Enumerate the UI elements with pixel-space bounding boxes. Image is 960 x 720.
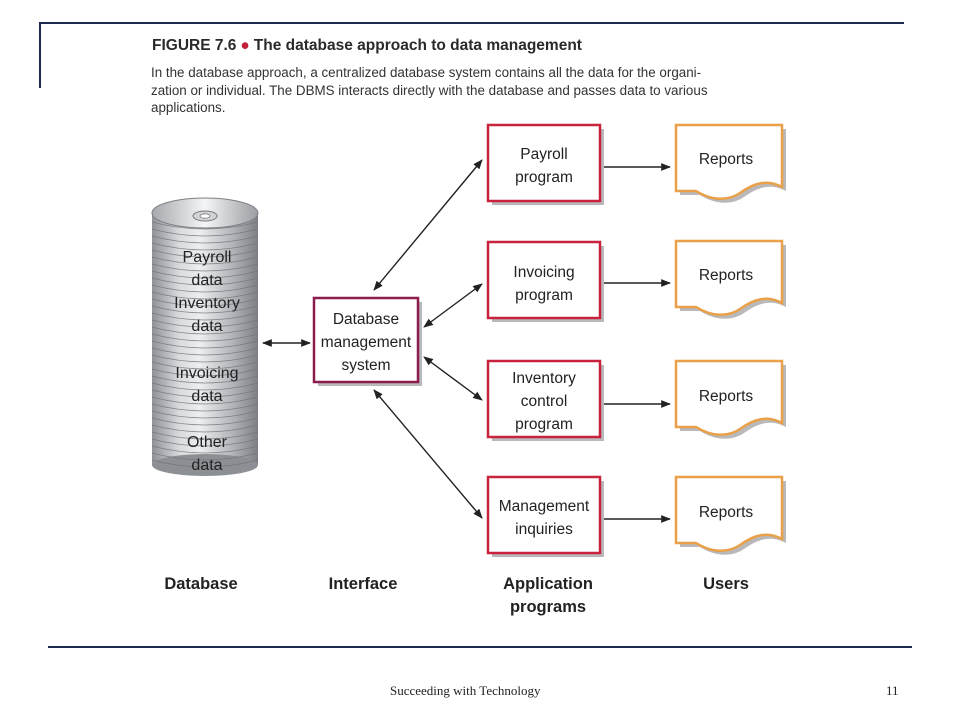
program-label-line: program — [515, 169, 573, 186]
report-label: Reports — [699, 151, 754, 168]
disk-edge-line — [151, 396, 259, 405]
disk-hole — [199, 213, 211, 219]
column-heading-database: Database — [164, 575, 237, 593]
disk-edge-line — [151, 452, 259, 461]
column-heading-application: programs — [510, 598, 586, 616]
disk-edge-line — [151, 249, 259, 258]
disk-edge-line — [151, 438, 259, 447]
report-document: Reports — [674, 123, 786, 203]
caption-line: applications. — [151, 100, 226, 115]
program-label-line: Management — [499, 498, 590, 515]
frame-top-rule — [39, 22, 904, 24]
disk-edge-line — [151, 277, 259, 286]
figure-title: The database approach to data management — [253, 37, 582, 54]
disk-edge-line — [151, 424, 259, 433]
disk-edge-line — [151, 354, 259, 363]
disk-edge-line — [151, 340, 259, 349]
dbms-frame — [312, 296, 420, 384]
disk-edge-line — [151, 298, 259, 307]
disk-edge-line — [151, 235, 259, 244]
db-label-other: Other — [187, 434, 228, 451]
arrow-dbms-inventory — [423, 356, 483, 401]
report-label: Reports — [699, 504, 754, 521]
disk-edge-line — [151, 417, 259, 426]
program-box-management: Management inquiries — [486, 475, 604, 557]
db-label-data: data — [191, 272, 222, 289]
db-label-invoicing: Invoicing — [175, 365, 238, 382]
program-box-payroll: Payroll program — [486, 123, 604, 205]
disk-edge-line — [151, 431, 259, 440]
disk-edge-line — [151, 305, 259, 314]
arrow-dbms-invoicing — [423, 283, 483, 328]
db-label-data: data — [191, 318, 222, 335]
disk-edge-line — [151, 410, 259, 419]
db-label-data: data — [191, 388, 222, 405]
disk-edge-line — [151, 459, 259, 468]
column-heading-users: Users — [703, 575, 749, 593]
program-box-invoicing: Invoicing program — [486, 240, 604, 322]
cylinder-base — [152, 454, 258, 476]
disk-edge-line — [151, 256, 259, 265]
disk-edge-line — [151, 326, 259, 335]
column-heading-application: Application — [503, 575, 593, 593]
program-label-line: Invoicing — [513, 264, 574, 281]
report-document: Reports — [674, 239, 786, 319]
arrow-dbms-management — [373, 389, 483, 519]
dbms-box: Database management system — [312, 296, 422, 386]
program-label-line: inquiries — [515, 521, 573, 538]
program-label-line: program — [515, 287, 573, 304]
db-label-inventory: Inventory — [174, 295, 240, 312]
dbms-label-line: Database — [333, 311, 399, 328]
program-label-line: control — [521, 393, 568, 410]
disk-edge-line — [151, 389, 259, 398]
disk-edge-line — [151, 445, 259, 454]
figure-number: FIGURE 7.6 — [152, 37, 237, 54]
column-heading-interface: Interface — [329, 575, 398, 593]
disk-edge-line — [151, 228, 259, 237]
disk-edge-line — [151, 361, 259, 370]
database-cylinder: Payroll data Inventory data Invoicing da… — [151, 197, 259, 476]
report-document: Reports — [674, 475, 786, 555]
frame-left-rule — [39, 22, 41, 88]
disk-edge-line — [151, 368, 259, 377]
disk-edge-line — [151, 270, 259, 279]
db-label-payroll: Payroll — [183, 249, 232, 266]
report-document: Reports — [674, 359, 786, 439]
disk-edge-line — [151, 242, 259, 251]
disk-edge-line — [151, 375, 259, 384]
db-label-data: data — [191, 457, 222, 474]
figure-heading: FIGURE 7.6●The database approach to data… — [152, 37, 582, 55]
disk-edge-line — [151, 291, 259, 300]
dbms-label-line: system — [341, 357, 390, 374]
footer-rule — [48, 646, 912, 648]
program-label-line: program — [515, 416, 573, 433]
disk-edge-line — [151, 333, 259, 342]
figure-caption: In the database approach, a centralized … — [151, 64, 791, 117]
footer-title: Succeeding with Technology — [390, 683, 541, 698]
disk-edge-line — [151, 382, 259, 391]
disk-edge-line — [151, 403, 259, 412]
disk-edge-line — [151, 284, 259, 293]
program-box-inventory: Inventory control program — [486, 359, 604, 441]
disk-edge-line — [151, 347, 259, 356]
program-label-line: Payroll — [520, 146, 567, 163]
disk-edge-line — [151, 312, 259, 321]
arrow-dbms-payroll — [373, 159, 483, 291]
caption-line: zation or individual. The DBMS interacts… — [151, 82, 708, 98]
disk-edge-line — [151, 221, 259, 230]
report-label: Reports — [699, 388, 754, 405]
dbms-label-line: management — [321, 334, 412, 351]
disk-edge-line — [151, 319, 259, 328]
report-label: Reports — [699, 267, 754, 284]
page-number: 11 — [886, 683, 899, 698]
disk-edge-line — [151, 263, 259, 272]
bullet-icon: ● — [240, 37, 250, 54]
cylinder-body — [152, 213, 258, 465]
program-label-line: Inventory — [512, 370, 576, 387]
caption-line: In the database approach, a centralized … — [151, 65, 702, 80]
